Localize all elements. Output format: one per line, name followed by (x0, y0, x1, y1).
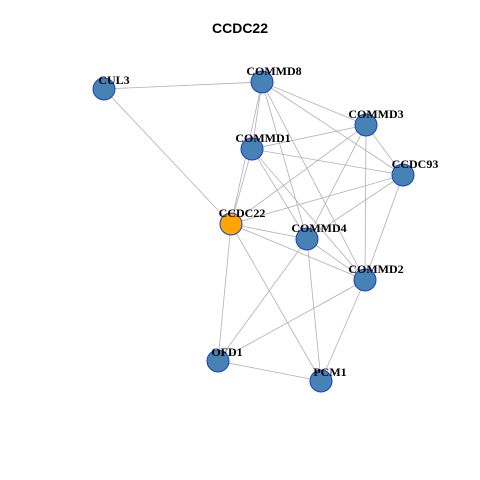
node-circle (92, 77, 116, 101)
node-ofd1: OFD1 (206, 345, 243, 373)
node-label: COMMD1 (235, 131, 290, 145)
node-ccdc22: CCDC22 (219, 206, 266, 236)
edge-commd2-ofd1 (217, 279, 366, 362)
node-ccdc93: CCDC93 (391, 157, 439, 187)
node-label: COMMD3 (348, 107, 403, 121)
node-label: PCM1 (313, 365, 346, 379)
edge-commd3-commd1 (251, 124, 367, 150)
edge-ccdc93-commd4 (306, 174, 404, 240)
edge-ccdc22-ofd1 (217, 223, 232, 362)
node-cul3: CUL3 (92, 73, 130, 101)
node-circle (219, 212, 243, 236)
node-layer: CUL3 COMMD8COMMD3COMMD1CCDC93CCDC22COMMD4… (92, 64, 439, 393)
edge-commd3-commd4 (306, 124, 367, 240)
edge-commd1-ccdc93 (251, 148, 404, 176)
node-label: COMMD8 (246, 64, 301, 78)
edge-ccdc22-commd4 (230, 223, 308, 240)
node-commd8: COMMD8 (246, 64, 302, 94)
edge-commd1-commd4 (251, 148, 308, 240)
node-pcm1: PCM1 (309, 365, 347, 393)
edge-commd8-commd4 (261, 81, 308, 240)
edge-commd8-commd2 (261, 81, 366, 281)
node-commd4: COMMD4 (291, 221, 347, 251)
node-circle (354, 113, 378, 137)
node-label: CCDC93 (392, 157, 439, 171)
edge-cul3-ccdc22 (103, 88, 232, 225)
node-label: COMMD4 (291, 221, 346, 235)
edge-commd1-commd2 (251, 148, 366, 281)
node-label: CCDC22 (219, 206, 266, 220)
edge-commd3-commd2 (364, 124, 367, 281)
diagram-title: CCDC22 (211, 20, 268, 36)
node-commd2: COMMD2 (348, 262, 404, 292)
edge-ofd1-pcm1 (217, 360, 322, 382)
edge-ccdc93-commd2 (364, 174, 404, 281)
node-label: COMMD2 (348, 262, 403, 276)
edge-commd4-ofd1 (217, 238, 308, 362)
node-circle (309, 369, 333, 393)
edge-commd8-ccdc93 (261, 81, 404, 176)
node-circle (206, 349, 230, 373)
edge-commd4-pcm1 (306, 238, 322, 382)
edge-commd8-commd3 (261, 81, 367, 126)
edge-commd2-pcm1 (320, 279, 366, 382)
node-circle (250, 70, 274, 94)
node-circle (353, 268, 377, 292)
node-circle (295, 227, 319, 251)
edge-cul3-commd8 (103, 81, 263, 90)
edge-ccdc22-pcm1 (230, 223, 322, 382)
node-label: OFD1 (211, 345, 242, 359)
edge-commd3-ccdc22 (230, 124, 367, 225)
edge-commd4-commd2 (306, 238, 366, 281)
node-commd1: COMMD1 (235, 131, 291, 161)
edge-commd1-ccdc22 (230, 148, 253, 225)
edge-ccdc93-ccdc22 (230, 174, 404, 225)
node-circle (240, 137, 264, 161)
node-commd3: COMMD3 (348, 107, 404, 137)
node-label: CUL3 (98, 73, 129, 87)
node-circle (391, 163, 415, 187)
